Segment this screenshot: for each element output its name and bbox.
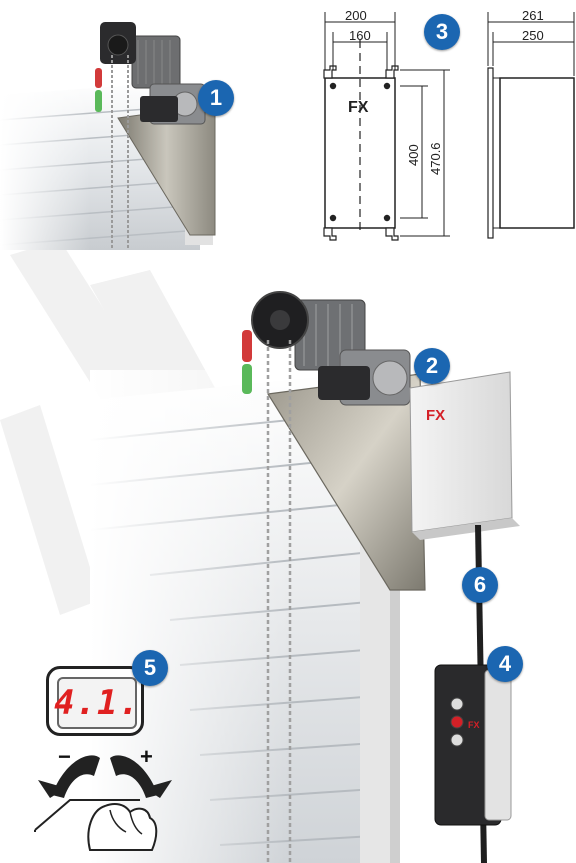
callout-badge-4: 4 (487, 646, 523, 682)
motor-illustration-small (0, 22, 216, 250)
callout-badge-5: 5 (132, 650, 168, 686)
dim-front-width-outer: 200 (345, 8, 367, 23)
dim-front-height-outer: 470.6 (428, 142, 443, 175)
callout-badge-6: 6 (462, 567, 498, 603)
dimension-drawing: FX 200 160 400 470.6 261 250 (323, 8, 575, 241)
dim-front-height-inner: 400 (406, 144, 421, 166)
dim-side-width-inner: 250 (522, 28, 544, 43)
dim-side-width-outer: 261 (522, 8, 544, 23)
svg-text:FX: FX (468, 720, 480, 730)
drawing-logo: FX (348, 99, 369, 116)
digital-display: 4.1. (46, 666, 144, 736)
callout-badge-3: 3 (424, 14, 460, 50)
dim-front-width-inner: 160 (349, 28, 371, 43)
callout-badge-1: 1 (198, 80, 234, 116)
adjustment-gesture: − + (34, 744, 172, 851)
callout-badge-2: 2 (414, 348, 450, 384)
minus-sign: − (58, 744, 71, 769)
plus-sign: + (140, 744, 153, 769)
control-box-logo: FX (426, 407, 445, 424)
motor-illustration-large: FX FX (90, 291, 520, 863)
display-value: 4.1. (54, 677, 139, 729)
